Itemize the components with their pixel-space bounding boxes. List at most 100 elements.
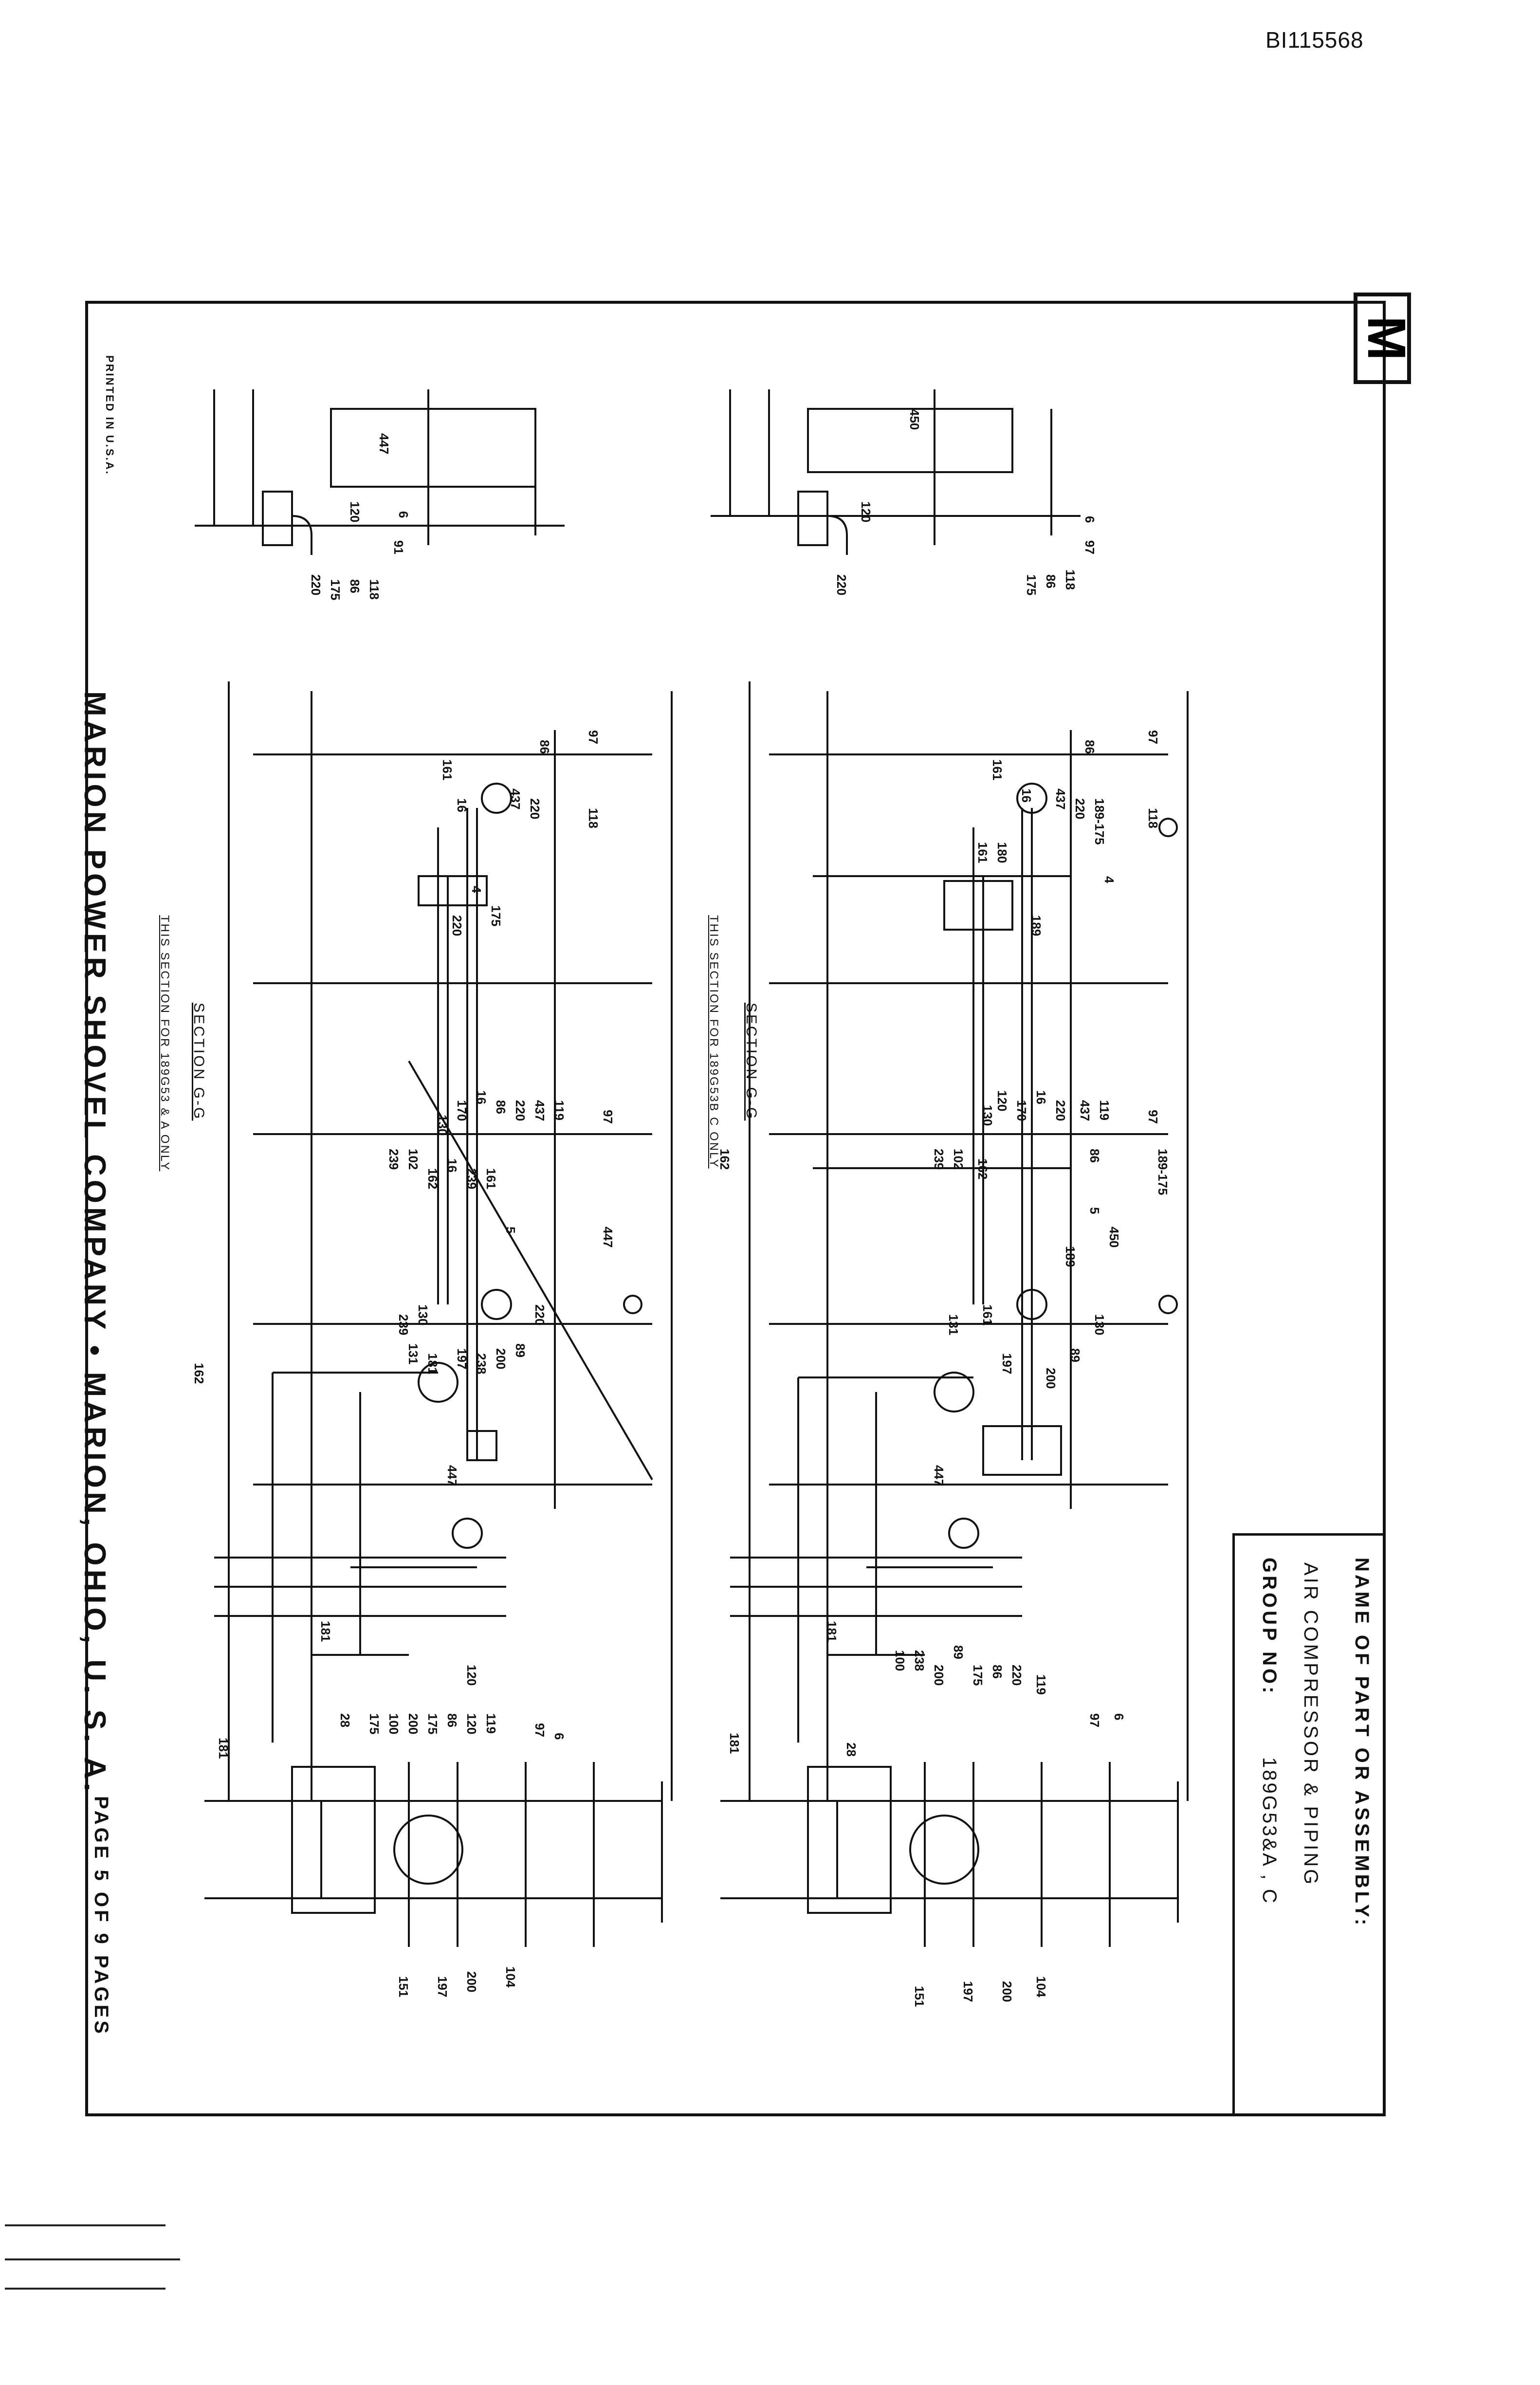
callout: 175 [367,1713,382,1734]
callout: 239 [386,1149,401,1170]
callout: 220 [1053,1100,1068,1121]
callout: 447 [377,433,391,454]
callout: 16 [445,1158,459,1173]
printed-in-usa: PRINTED IN U.S.A. [104,355,116,476]
group-number: 189G53&A , C [1259,1757,1280,1905]
part-name: AIR COMPRESSOR & PIPING [1300,1562,1321,1887]
callout: 200 [494,1348,508,1369]
marion-logo: M [1354,293,1414,384]
callout: 151 [912,1986,927,2007]
callout: 238 [912,1650,927,1671]
callout: 220 [450,915,464,936]
callout: 6 [1082,516,1097,523]
callout: 437 [508,789,523,809]
callout: 100 [386,1713,401,1734]
callout: 89 [513,1343,528,1358]
callout: 102 [406,1149,421,1170]
callout: 130 [1092,1314,1107,1335]
callout: 28 [338,1713,352,1727]
callout: 151 [396,1976,411,1997]
callout: 118 [1146,808,1160,828]
callout: 220 [528,798,542,819]
callout: 118 [367,579,382,600]
scan-artifact [5,2288,165,2290]
callout: 161 [990,759,1005,780]
callout: 161 [980,1304,995,1325]
callout: 4 [469,886,484,893]
callout: 120 [995,1090,1009,1111]
callout: 197 [435,1976,450,1997]
callout: 220 [1073,798,1087,819]
callout: 131 [406,1343,421,1364]
callout: 120 [348,501,362,522]
callout: 130 [416,1304,430,1325]
callout: 16 [474,1090,489,1104]
callout: 100 [893,1650,907,1671]
callout: 86 [445,1713,459,1727]
callout: 118 [1063,569,1078,590]
callout: 161 [440,759,455,780]
page-number: PAGE 5 OF 9 PAGES [91,1796,112,2036]
callout: 162 [975,1158,990,1179]
callout: 170 [455,1100,469,1121]
callout: 97 [532,1723,547,1737]
callout: 450 [1107,1227,1121,1248]
callout: 86 [1087,1149,1102,1163]
callout: 162 [192,1363,206,1384]
lower-assembly-drawing: 447 120 220 175 86 118 91 6 97 118 86 16… [192,389,673,1997]
callout: 97 [586,730,601,744]
callout: 86 [1044,574,1058,588]
callout: 162 [717,1149,732,1170]
callout: 220 [1009,1665,1024,1686]
callout: 5 [1087,1207,1102,1214]
callout: 97 [601,1110,615,1124]
callout: 28 [844,1743,859,1757]
callout: 97 [1087,1713,1102,1727]
callout: 120 [859,501,873,522]
callout: 97 [1146,1110,1160,1124]
callout: 180 [995,842,1009,863]
title-block [1232,1533,1386,2116]
callout: 437 [1053,789,1068,809]
callout: 175 [1024,574,1039,595]
callout: 200 [464,1971,479,1992]
callout: 437 [1078,1100,1092,1121]
callout: 238 [474,1353,489,1374]
callout: 86 [1082,740,1097,754]
callout: 239 [464,1168,479,1189]
callout: 118 [586,808,601,828]
callout: 16 [1034,1090,1048,1104]
callout: 189-175 [1092,798,1107,844]
drawing-frame [85,301,1386,2116]
group-number-label: GROUP NO: [1259,1558,1280,1696]
callout: 161 [484,1168,498,1189]
callout: 120 [464,1713,479,1734]
callout: 119 [484,1713,498,1734]
callout: 200 [1044,1368,1058,1389]
callout: 175 [971,1665,985,1686]
callout: 104 [503,1966,518,1988]
callout: 4 [1102,876,1117,883]
scan-artifact [5,2224,165,2226]
callout: 5 [503,1227,518,1233]
callout: 16 [455,798,469,812]
name-of-part-label: NAME OF PART OR ASSEMBLY: [1351,1558,1373,1928]
callout: 447 [932,1465,946,1486]
callout: 86 [494,1100,508,1114]
callout: 89 [951,1645,966,1659]
callout: 447 [445,1465,459,1486]
callout: 6 [396,511,411,518]
callout: 175 [425,1713,440,1734]
callout: 181 [318,1621,333,1642]
callout: 220 [834,574,849,595]
callout: 119 [552,1100,567,1120]
callout: 181 [727,1733,742,1754]
callout: 437 [532,1100,547,1121]
callout: 91 [391,540,406,554]
callout: 220 [532,1304,547,1325]
callout: 89 [1068,1348,1082,1362]
callout: 447 [601,1227,615,1248]
callout: 189 [1029,915,1044,936]
company-footer: MARION POWER SHOVEL COMPANY • MARION, OH… [78,691,111,1795]
callout: 170 [1014,1100,1029,1121]
